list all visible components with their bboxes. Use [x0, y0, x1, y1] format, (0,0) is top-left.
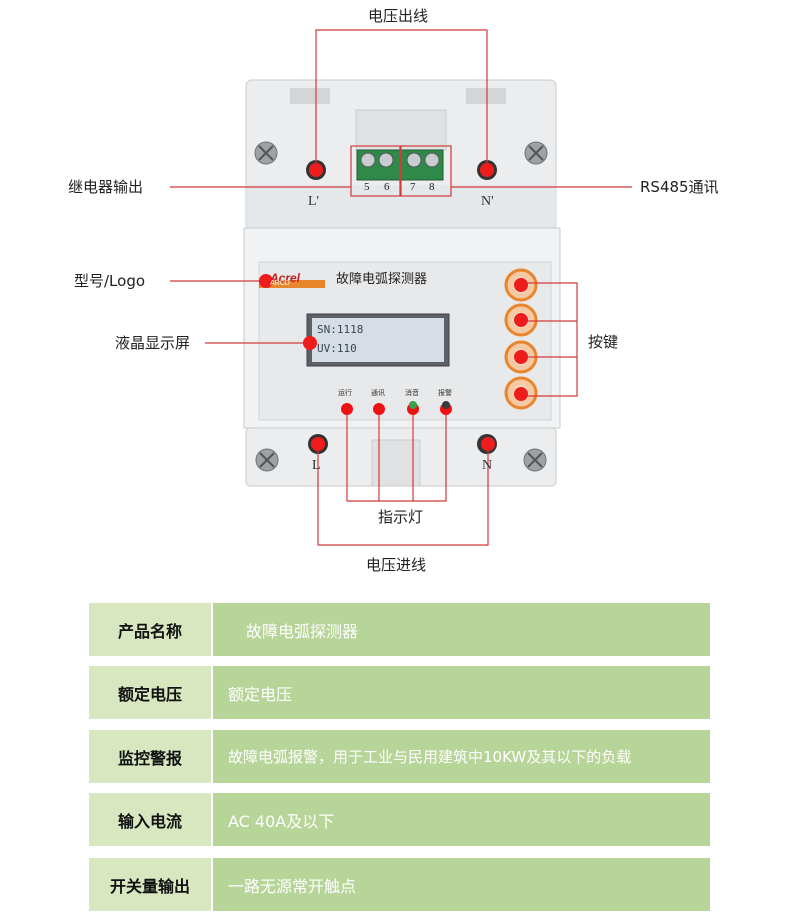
lcd-line-2: UV:110	[317, 342, 357, 355]
callout-rs485: RS485通讯	[640, 178, 719, 196]
callout-relay-output: 继电器输出	[68, 178, 144, 196]
indicator-alarm-led	[442, 401, 450, 409]
lcd-screen	[306, 313, 450, 367]
spec-key: 监控警报	[89, 730, 211, 783]
indicator-label-mute: 消音	[405, 389, 419, 397]
callout-buttons: 按键	[588, 333, 619, 351]
device-name: 故障电弧探测器	[336, 272, 428, 287]
spec-key: 开关量输出	[89, 858, 211, 911]
marker-dots	[259, 163, 528, 451]
model-stripe	[259, 280, 325, 288]
screw-icon	[523, 448, 547, 472]
screw-icon	[255, 448, 279, 472]
callout-indicators: 指示灯	[378, 508, 424, 526]
callout-lines	[170, 29, 632, 546]
mark-l-prime: L'	[308, 194, 320, 209]
screw-icon	[254, 141, 278, 165]
mark-n: N	[482, 458, 493, 473]
callout-model-logo: 型号/Logo	[74, 272, 146, 290]
spec-row: 开关量输出 一路无源常开触点	[89, 858, 710, 911]
spec-value: AC 40A及以下	[213, 793, 710, 846]
spec-key: 额定电压	[89, 666, 211, 719]
callout-voltage-out: 电压出线	[368, 7, 429, 25]
spec-value: 故障电弧探测器	[213, 603, 710, 656]
screw-icon	[524, 141, 548, 165]
spec-row: 额定电压 额定电压	[89, 666, 710, 719]
mark-n-prime: N'	[481, 194, 494, 209]
mark-l: L	[312, 458, 321, 473]
spec-key: 产品名称	[89, 603, 211, 656]
indicator-label-comm: 通讯	[371, 389, 385, 397]
spec-key: 输入电流	[89, 793, 211, 846]
model-code: ARCD	[270, 280, 290, 287]
callout-lcd: 液晶显示屏	[115, 334, 191, 352]
terminal-5: 5	[364, 181, 370, 193]
terminal-7: 7	[410, 181, 416, 193]
lcd-line-1: SN:1118	[317, 323, 364, 336]
spec-row: 输入电流 AC 40A及以下	[89, 793, 710, 846]
brand-logo: Acrel	[270, 271, 301, 285]
indicator-label-run: 运行	[338, 389, 352, 397]
spec-value: 一路无源常开触点	[213, 858, 710, 911]
indicator-comm	[373, 403, 385, 415]
spec-value: 故障电弧报警，用于工业与民用建筑中10KW及其以下的负载	[213, 730, 710, 783]
terminal-6: 6	[384, 181, 390, 193]
indicator-mute-led	[409, 401, 417, 409]
indicator-run	[341, 403, 353, 415]
callout-voltage-in: 电压进线	[366, 556, 427, 574]
spec-value: 额定电压	[213, 666, 710, 719]
device-diagram	[170, 29, 632, 546]
device-bottom-cover	[245, 427, 557, 487]
spec-row: 监控警报 故障电弧报警，用于工业与民用建筑中10KW及其以下的负载	[89, 730, 710, 783]
spec-row: 产品名称 故障电弧探测器	[89, 603, 710, 656]
indicator-label-alarm: 报警	[438, 389, 452, 397]
terminal-8: 8	[429, 181, 435, 193]
